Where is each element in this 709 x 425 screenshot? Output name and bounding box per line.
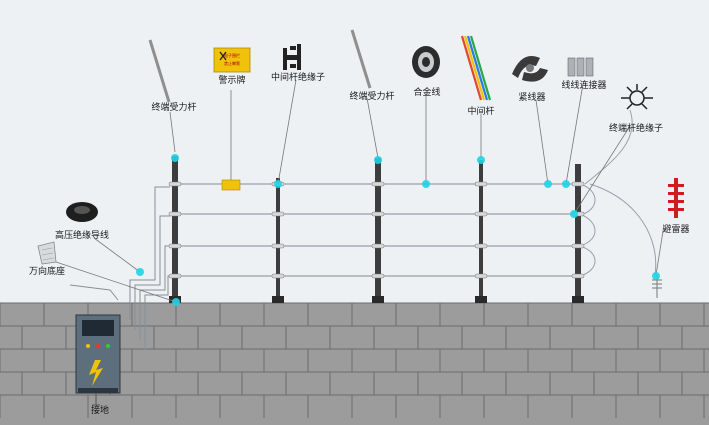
label-mid-pole-insulator: 中间杆绝缘子 [271, 71, 325, 83]
highlight-dot-4 [422, 180, 430, 188]
label-end-pole-insulator: 终端杆绝缘子 [609, 122, 663, 134]
pole-mid-2 [474, 160, 488, 303]
highlight-dot-9 [136, 268, 144, 276]
swivel-base-icon [37, 241, 57, 265]
highlight-dot-11 [652, 272, 660, 280]
label-tightener: 紧线器 [518, 91, 545, 103]
pole-end-mid [371, 158, 385, 303]
label-alloy-wire: 合金线 [413, 86, 440, 98]
label-mid-pole: 中间杆 [467, 105, 494, 117]
label-end-pole-mid: 终端受力杆 [349, 90, 394, 102]
end-insulator-icon [621, 84, 653, 110]
highlight-dot-3 [374, 156, 382, 164]
label-grounding: 接地 [91, 404, 109, 416]
label-wire-connector: 线线连接器 [561, 79, 606, 91]
ground-coil-icon [652, 275, 662, 298]
warning-sign-line1: 电子围栏 [224, 52, 240, 58]
highlight-dot-10 [172, 298, 180, 306]
end-pole-rod-icon-2 [350, 29, 372, 89]
label-warning-sign: 警示牌 [218, 74, 245, 86]
hv-cables [69, 186, 170, 350]
pole-end-right [571, 164, 585, 303]
pole-mid-1 [271, 178, 285, 303]
lightning-arrester-icon [668, 178, 684, 218]
highlight-markers [136, 154, 660, 306]
cable-reel-icon [66, 202, 98, 222]
tightener-icon [512, 56, 548, 82]
highlight-dot-7 [562, 180, 570, 188]
label-hv-cable: 高压绝缘导线 [55, 229, 109, 241]
end-pole-rod-icon [148, 39, 171, 103]
mid-pole-bundle-icon [460, 35, 492, 101]
label-lightning-arrester: 避雷器 [662, 223, 689, 235]
lightning-bolt-icon [89, 360, 103, 386]
warning-sign-icon: 电子围栏 禁止攀爬 [213, 47, 251, 73]
pole-end-left [168, 156, 182, 303]
fence-poles [168, 156, 585, 303]
leader-lines [55, 79, 665, 303]
insulator-icon [283, 44, 301, 70]
warning-sign-line2: 禁止攀爬 [224, 60, 240, 66]
wire-loops [579, 109, 657, 277]
highlight-dot-2 [274, 180, 282, 188]
highlight-dot-6 [544, 180, 552, 188]
wire-connector-icon [567, 57, 594, 77]
controller-box [75, 314, 121, 406]
highlight-dot-5 [477, 156, 485, 164]
highlight-dot-1 [171, 154, 179, 162]
label-end-pole-left: 终端受力杆 [151, 101, 196, 113]
fence-warning-plate-icon [221, 179, 241, 191]
wire-coil-icon [412, 46, 440, 78]
highlight-dot-8 [570, 210, 578, 218]
label-swivel-base: 万向底座 [29, 265, 65, 277]
